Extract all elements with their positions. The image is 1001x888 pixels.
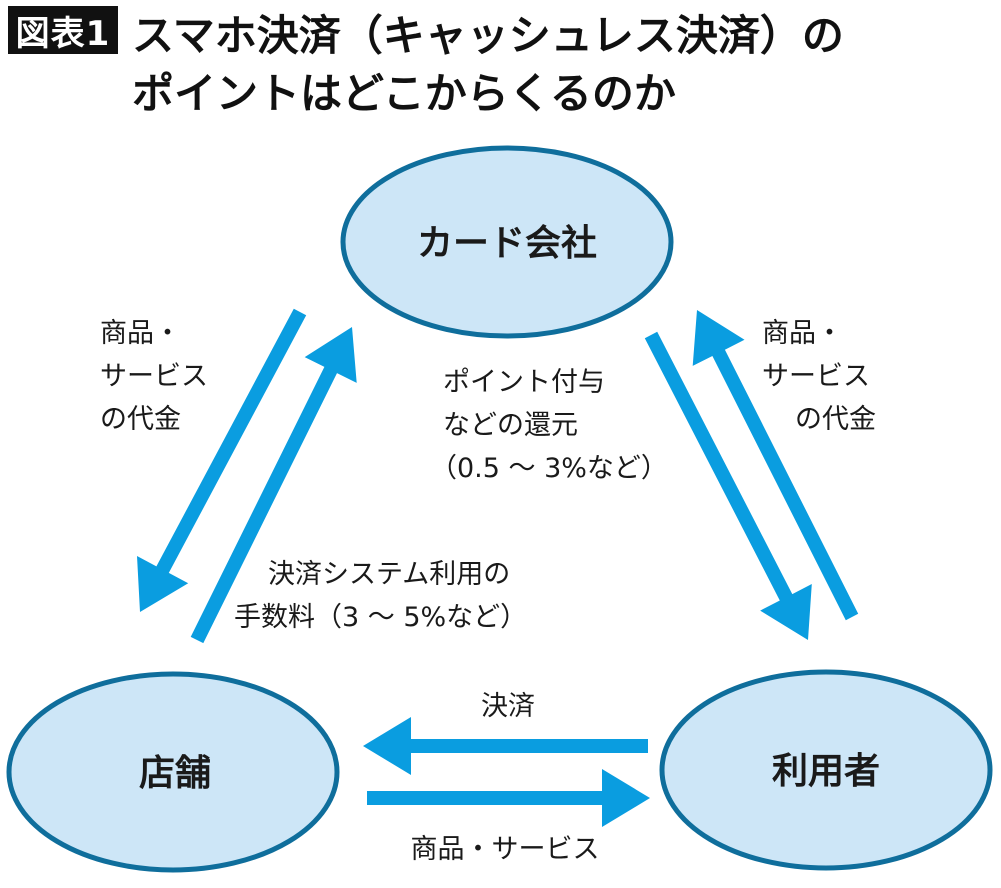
card-to-user-line-2: などの還元 — [443, 410, 578, 441]
arrow-store-to-user — [367, 769, 650, 827]
label-card-to-store: 商品・ サービス の代金 — [100, 318, 208, 435]
arrow-card-to-store — [137, 308, 307, 612]
store-to-card-line-1: 決済システム利用の — [268, 559, 510, 590]
title-line-2: ポイントはどこからくるのか — [132, 69, 676, 118]
node-card-company: カード会社 — [340, 145, 674, 339]
store-ellipse — [6, 671, 340, 873]
label-store-to-card: 決済システム利用の 手数料（3 ～ 5%など） — [234, 559, 527, 633]
card-to-store-line-1: 商品・ — [100, 318, 181, 349]
label-user-to-card: 商品・ サービス の代金 — [762, 318, 876, 435]
flow-arrows — [137, 308, 859, 827]
store-to-card-line-2: 手数料（3 ～ 5%など） — [234, 602, 527, 633]
arrow-user-to-card — [692, 310, 859, 621]
card-to-user-line-1: ポイント付与 — [443, 367, 605, 398]
user-to-card-line-1: 商品・ — [762, 318, 843, 349]
card-to-store-line-2: サービス — [100, 361, 208, 392]
store-label: 店舗 — [139, 753, 211, 794]
card-company-label: カード会社 — [417, 223, 597, 264]
node-store: 店舗 — [6, 671, 340, 873]
user-to-store-label: 決済 — [481, 691, 535, 722]
title-line-1: スマホ決済（キャッシュレス決済）の — [132, 11, 844, 60]
card-to-user-line-3: （0.5 ～ 3%など） — [430, 453, 668, 484]
arrow-user-to-store — [363, 717, 648, 775]
node-user: 利用者 — [659, 669, 993, 871]
store-to-user-label: 商品・サービス — [411, 834, 600, 865]
arrow-card-to-user — [644, 331, 812, 640]
user-to-card-line-3: の代金 — [795, 404, 876, 435]
card-company-ellipse — [340, 145, 674, 339]
label-card-to-user: ポイント付与 などの還元 （0.5 ～ 3%など） — [430, 367, 668, 484]
user-label: 利用者 — [772, 751, 880, 792]
arrow-store-to-card — [190, 327, 357, 644]
user-to-card-line-2: サービス — [762, 361, 870, 392]
card-to-store-line-3: の代金 — [100, 404, 181, 435]
user-ellipse — [659, 669, 993, 871]
figure-badge: 図表1 — [8, 6, 118, 54]
